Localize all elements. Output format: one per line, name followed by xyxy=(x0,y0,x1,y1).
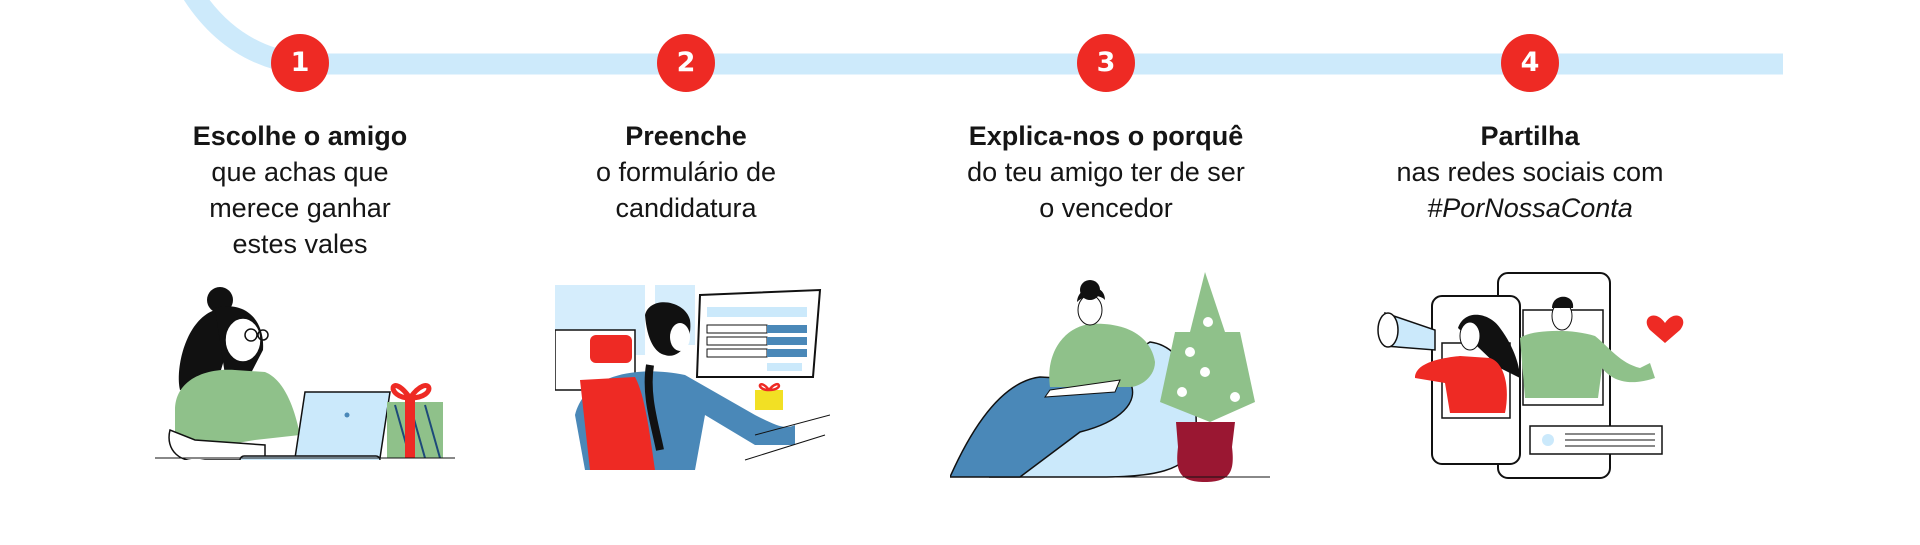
woman-desk-form-illustration xyxy=(555,285,830,470)
man-beanbag-tree-illustration xyxy=(950,272,1270,482)
step-description: Escolhe o amigo que achas que merece gan… xyxy=(90,118,510,262)
step-line: nas redes sociais com xyxy=(1396,157,1664,187)
step-number-badge: 4 xyxy=(1501,34,1559,92)
step-description: Partilha nas redes sociais com #PorNossa… xyxy=(1320,118,1740,226)
step-line: merece ganhar xyxy=(209,193,391,223)
step-number-badge: 3 xyxy=(1077,34,1135,92)
step-line: candidatura xyxy=(615,193,757,223)
step-title: Partilha xyxy=(1480,121,1580,151)
step-number-badge: 2 xyxy=(657,34,715,92)
step-line: do teu amigo ter de ser xyxy=(967,157,1245,187)
step-title: Preenche xyxy=(625,121,747,151)
step-line: estes vales xyxy=(232,229,368,259)
step-description: Preenche o formulário de candidatura xyxy=(476,118,896,226)
step-title: Explica-nos o porquê xyxy=(968,121,1244,151)
social-share-phones-illustration xyxy=(1377,272,1684,479)
step-line: o formulário de xyxy=(595,157,777,187)
step-description: Explica-nos o porquê do teu amigo ter de… xyxy=(896,118,1316,226)
step-line: o vencedor xyxy=(1039,193,1173,223)
woman-laptop-gift-illustration xyxy=(155,287,455,460)
step-title: Escolhe o amigo xyxy=(192,121,408,151)
hashtag-text: #PorNossaConta xyxy=(1427,193,1633,223)
step-number-badge: 1 xyxy=(271,34,329,92)
step-line: que achas que xyxy=(211,157,389,187)
